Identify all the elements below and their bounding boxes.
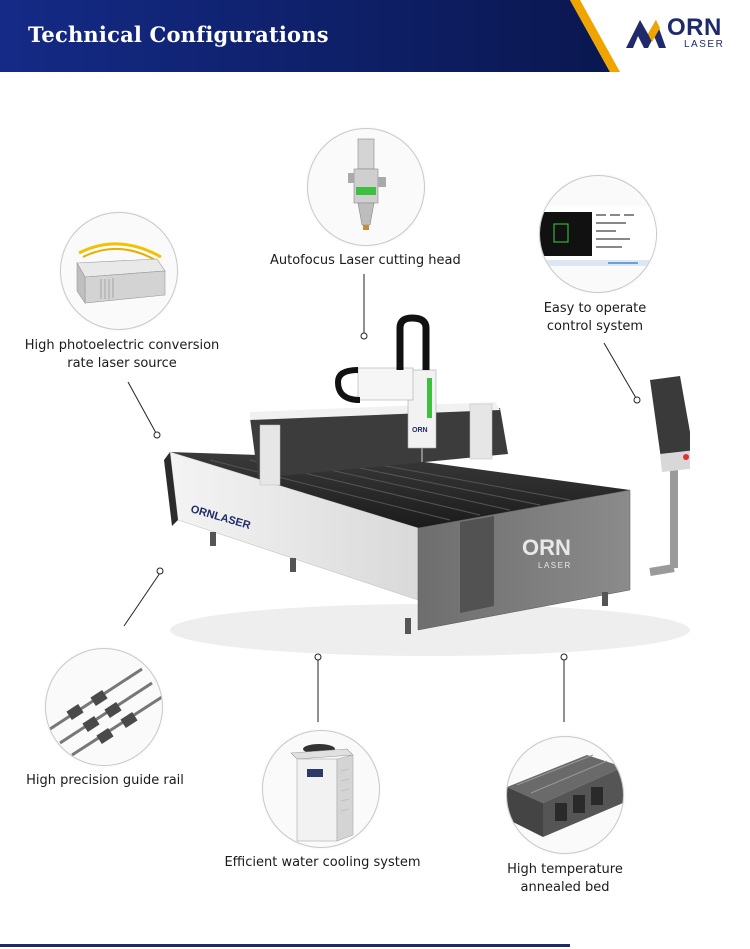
head-brand: ORN bbox=[412, 427, 428, 434]
feature-image-water-chiller bbox=[262, 730, 380, 848]
footer-divider bbox=[0, 944, 570, 947]
feature-label-control-line2: control system bbox=[546, 319, 644, 334]
feature-label-cutting-head: Autofocus Laser cutting head bbox=[270, 253, 461, 268]
control-software-icon bbox=[540, 206, 656, 266]
header-background bbox=[0, 0, 620, 72]
guide-rail-icon bbox=[49, 667, 162, 757]
feature-label-cooling: Efficient water cooling system bbox=[224, 855, 421, 870]
feature-label-laser-line1: High photoelectric conversion bbox=[24, 338, 220, 353]
feature-image-guide-rail bbox=[45, 648, 163, 766]
water-chiller-icon bbox=[290, 744, 354, 842]
feature-image-annealed-bed bbox=[506, 736, 624, 854]
feature-image-cutting-head bbox=[307, 128, 425, 246]
front-panel-brand: ORN bbox=[522, 535, 571, 560]
feature-image-control-system bbox=[539, 175, 657, 293]
laser-source-icon bbox=[76, 242, 166, 304]
logo-mark-icon bbox=[626, 20, 666, 48]
logo-subtext: LASER bbox=[684, 39, 725, 50]
feature-label-control-line1: Easy to operate bbox=[543, 301, 647, 316]
front-panel-sub: LASER bbox=[538, 561, 572, 570]
feature-label-guide-rail: High precision guide rail bbox=[26, 773, 184, 788]
page-title: Technical Configurations bbox=[28, 22, 329, 47]
feature-image-laser-source bbox=[60, 212, 178, 330]
logo-text: ORN bbox=[667, 14, 722, 41]
annealed-bed-icon bbox=[507, 754, 623, 837]
cutting-head-icon bbox=[348, 138, 386, 230]
feature-label-bed-line1: High temperature bbox=[507, 862, 623, 877]
laser-cutting-machine: ORN LASER ORNLASER ORN bbox=[164, 314, 690, 656]
brand-logo: ORN LASER bbox=[626, 14, 736, 56]
header-banner: Technical Configurations ORN LASER bbox=[0, 0, 750, 72]
feature-label-bed-line2: annealed bed bbox=[520, 880, 610, 895]
feature-label-laser-line2: rate laser source bbox=[67, 356, 177, 371]
